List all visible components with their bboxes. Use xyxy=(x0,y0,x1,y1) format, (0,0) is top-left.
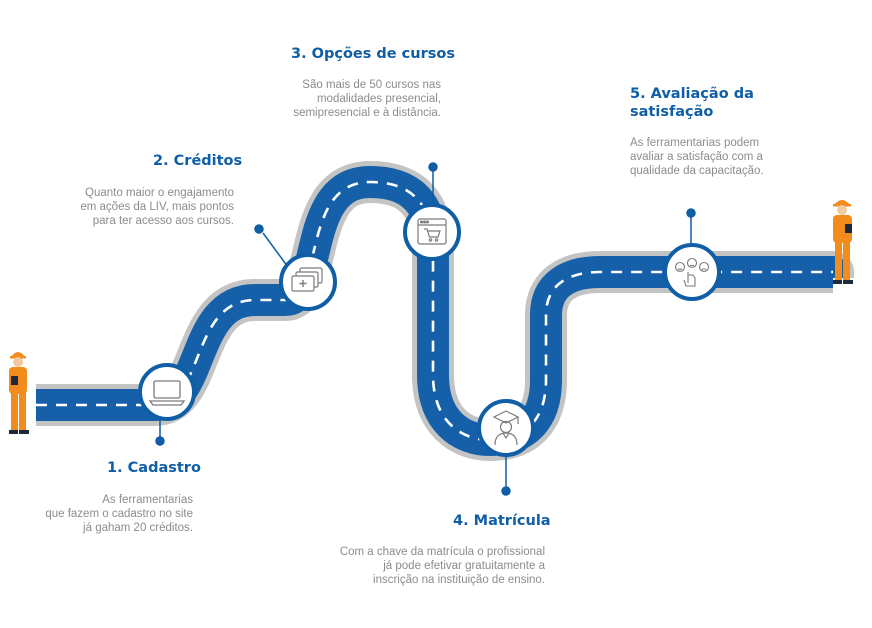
step-2-description: Quanto maior o engajamento em ações da L… xyxy=(80,187,234,227)
browser-cart-icon xyxy=(417,218,447,245)
worker-right-icon xyxy=(833,200,853,284)
laptop-icon xyxy=(148,380,186,406)
step-1-title: 1. Cadastro xyxy=(107,460,201,476)
step-4-description: Com a chave da matrícula o profissional … xyxy=(339,546,545,586)
step-2-title: 2. Créditos xyxy=(153,153,243,169)
step-2-node xyxy=(279,253,337,311)
step-1-node xyxy=(138,363,196,421)
step-2-pin xyxy=(254,224,289,268)
worker-left-icon xyxy=(9,352,29,434)
step-3-title: 3. Opções de cursos xyxy=(291,46,455,62)
step-4-node xyxy=(477,399,535,457)
road-lane-markings xyxy=(36,180,833,442)
step-5-pin xyxy=(686,208,696,248)
step-5-node xyxy=(663,243,721,301)
step-3-description: São mais de 50 cursos nas modalidades pr… xyxy=(293,79,441,119)
graduate-icon xyxy=(492,410,520,446)
connector-pins xyxy=(155,162,696,496)
step-5-title: 5. Avaliação da satisfação xyxy=(630,86,754,120)
step-3-pin xyxy=(428,162,438,207)
step-3-node xyxy=(403,203,461,261)
cards-icon xyxy=(291,267,323,292)
step-5-description: As ferramentarias podem avaliar a satisf… xyxy=(630,137,764,177)
satisfaction-faces-icon xyxy=(674,257,710,287)
step-4-title: 4. Matrícula xyxy=(453,513,551,529)
step-1-description: As ferramentarias que fazem o cadastro n… xyxy=(45,494,193,534)
